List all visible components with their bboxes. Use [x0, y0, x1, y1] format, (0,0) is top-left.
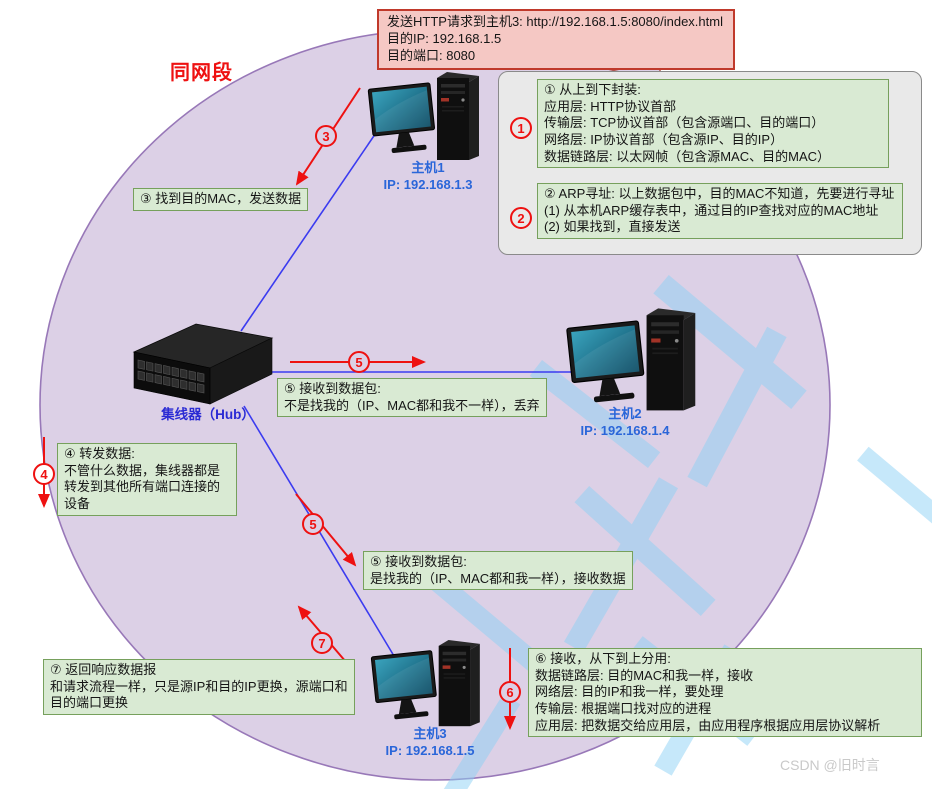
hub-ports — [137, 359, 205, 394]
step-badge-1: 1 — [510, 117, 532, 139]
step-line: 数据链路层: 目的MAC和我一样，接收 — [535, 667, 754, 683]
host3-ip: IP: 192.168.1.5 — [385, 742, 475, 758]
step-badge-5-host3: 5 — [302, 513, 324, 535]
step-box-forward: ④ 转发数据: 不管什么数据，集线器都是转发到其他所有端口连接的设备 — [57, 443, 237, 516]
step-box-send: ③ 找到目的MAC，发送数据 — [133, 188, 309, 211]
step-line: (2) 如果找到，直接发送 — [544, 219, 681, 235]
host3-name: 主机3 — [413, 726, 447, 741]
hub-device — [132, 323, 274, 405]
step-line: 网络层: IP协议首部（包含源IP、目的IP） — [544, 131, 784, 147]
request-note-line: 目的端口: 8080 — [387, 47, 476, 63]
host2-ip: IP: 192.168.1.4 — [580, 422, 670, 438]
step-line: ⑤ 接收到数据包: — [370, 554, 467, 569]
host1-name: 主机1 — [411, 160, 445, 175]
step-line: 数据链路层: 以太网帧（包含源MAC、目的MAC） — [544, 148, 831, 164]
step-box-demux: ⑥ 接收，从下到上分用: 数据链路层: 目的MAC和我一样，接收 网络层: 目的… — [528, 648, 922, 738]
host3-label: 主机3 IP: 192.168.1.5 — [350, 726, 510, 760]
step-badge-7: 7 — [311, 632, 333, 654]
step-badge-6: 6 — [499, 681, 521, 703]
step-line: ⑦ 返回响应数据报 — [50, 662, 157, 677]
step-line: 应用层: 把数据交给应用层，由应用程序根据应用层协议解析 — [535, 717, 881, 733]
link-host1-hub — [240, 104, 396, 332]
step-box-arp: ② ARP寻址: 以上数据包中，目的MAC不知道，先要进行寻址 (1) 从本机A… — [537, 183, 903, 239]
host1-ip: IP: 192.168.1.3 — [383, 176, 473, 192]
credit-watermark: CSDN @旧时言 — [780, 757, 880, 773]
flow-arrow-5-to-host3 — [295, 493, 357, 567]
step-box-discard: ⑤ 接收到数据包: 不是找我的（IP、MAC都和我不一样），丢弃 — [277, 378, 547, 418]
step-line: 传输层: 根据端口找对应的进程 — [535, 700, 712, 716]
step-line: 传输层: TCP协议首部（包含源端口、目的端口） — [544, 115, 825, 131]
host2-name: 主机2 — [608, 406, 642, 421]
step-box-accept: ⑤ 接收到数据包: 是找我的（IP、MAC都和我一样），接收数据 — [363, 551, 633, 591]
step-line: 和请求流程一样，只是源IP和目的IP更换，源端口和目的端口更换 — [50, 678, 348, 711]
network-links — [240, 104, 600, 667]
step-line: 应用层: HTTP协议首部 — [544, 98, 677, 114]
step-line: ② ARP寻址: 以上数据包中，目的MAC不知道，先要进行寻址 — [544, 186, 895, 201]
step-badge-5-host2: 5 — [348, 351, 370, 373]
step-badge-3: 3 — [315, 125, 337, 147]
step-line: 是找我的（IP、MAC都和我一样），接收数据 — [370, 570, 626, 586]
step-line: ④ 转发数据: — [64, 446, 135, 461]
request-note-line: 目的IP: 192.168.1.5 — [387, 30, 502, 46]
region-label: 同网段 — [170, 62, 233, 84]
step-line: ③ 找到目的MAC，发送数据 — [140, 191, 302, 206]
step-line: (1) 从本机ARP缓存表中，通过目的IP查找对应的MAC地址 — [544, 202, 879, 218]
step-line: 网络层: 目的IP和我一样，要处理 — [535, 684, 724, 700]
step-box-encapsulate: ① 从上到下封装: 应用层: HTTP协议首部 传输层: TCP协议首部（包含源… — [537, 79, 889, 169]
step-line: 不是找我的（IP、MAC都和我不一样），丢弃 — [284, 397, 540, 413]
step-line: ⑥ 接收，从下到上分用: — [535, 651, 671, 666]
step-line: ① 从上到下封装: — [544, 82, 641, 97]
step-badge-4: 4 — [33, 463, 55, 485]
request-note-line: 发送HTTP请求到主机3: http://192.168.1.5:8080/in… — [387, 14, 723, 29]
link-hub-host3 — [243, 405, 401, 667]
host1-label: 主机1 IP: 192.168.1.3 — [358, 160, 498, 194]
step-line: 不管什么数据，集线器都是转发到其他所有端口连接的设备 — [64, 462, 221, 511]
hub-label: 集线器（Hub） — [161, 407, 255, 422]
request-note: 发送HTTP请求到主机3: http://192.168.1.5:8080/in… — [377, 9, 735, 70]
host2-label: 主机2 IP: 192.168.1.4 — [545, 406, 705, 440]
step-badge-2: 2 — [510, 207, 532, 229]
step-box-response: ⑦ 返回响应数据报 和请求流程一样，只是源IP和目的IP更换，源端口和目的端口更… — [43, 659, 355, 715]
step-line: ⑤ 接收到数据包: — [284, 381, 381, 396]
